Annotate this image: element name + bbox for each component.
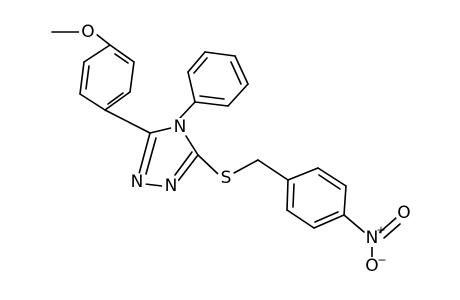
- bond-ring1-in3: [85, 65, 90, 90]
- bond-ring3-f: [286, 179, 289, 211]
- bond-c5-n1-dbl: [145, 137, 157, 175]
- atom-label-nitro-o2: O: [365, 256, 378, 276]
- bond-ring3-e: [286, 209, 315, 229]
- bond-layer: [51, 31, 401, 259]
- atom-nitro-oxygen-upper: O: [395, 203, 413, 223]
- bond-ring3-b: [317, 167, 347, 187]
- bond-ring3-d: [313, 214, 345, 229]
- atom-label-n1: N: [131, 172, 144, 192]
- bond-ring3-no2: [343, 214, 365, 233]
- atom-triazole-n4: N: [171, 117, 189, 137]
- atom-triazole-n1: N: [128, 172, 146, 192]
- bond-ring3-in2: [314, 211, 339, 223]
- atom-label-s: S: [221, 168, 232, 188]
- bond-ph-in2: [230, 61, 242, 85]
- atom-nitro-oxygen-lower: O −: [363, 254, 387, 276]
- bond-s-ch2: [233, 159, 259, 174]
- bond-n-o1: [378, 217, 397, 234]
- charge-plus: +: [376, 224, 385, 237]
- bond-ring1-in1: [114, 53, 129, 64]
- bond-ring1-e: [79, 61, 85, 95]
- bond-ph-in1: [193, 57, 208, 74]
- bond-n-o1-dbl: [383, 223, 401, 239]
- bond-o-ring1: [95, 33, 111, 46]
- bond-c3-n2: [177, 154, 199, 182]
- bond-ch2-ring3: [257, 159, 289, 181]
- atom-sulfur: S: [217, 168, 235, 188]
- bond-ph-b: [187, 51, 206, 73]
- atom-triazole-n2: N: [162, 176, 180, 196]
- atom-methoxy-oxygen: O: [79, 22, 97, 42]
- bond-ring1-f: [83, 44, 111, 63]
- atom-label-nitro-o1: O: [397, 203, 410, 223]
- atom-label-layer: O N N N S N + O O −: [79, 22, 413, 276]
- atom-label-nitro-n: N: [366, 228, 379, 248]
- bond-c3-n2-dbl: [174, 151, 193, 176]
- bond-ring1-in2: [107, 92, 124, 105]
- atom-label-methoxy-o: O: [81, 22, 94, 42]
- bond-ring3-in1: [318, 174, 341, 190]
- bond-ring3-in3: [292, 183, 295, 208]
- charge-minus: −: [377, 254, 386, 267]
- bond-ph-e: [227, 83, 249, 107]
- bond-c3-s: [197, 154, 219, 175]
- bond-ring3-c: [343, 185, 347, 216]
- bond-ring1-c: [104, 91, 131, 111]
- bond-c5-n1: [138, 132, 151, 175]
- atom-nitro-nitrogen: N +: [363, 224, 386, 248]
- bond-c5-n4: [149, 127, 172, 134]
- bond-n4-ph: [179, 101, 196, 119]
- bond-ring1-triazole: [104, 109, 151, 134]
- bond-ring1-d: [79, 93, 106, 111]
- bond-n1-n2: [144, 183, 163, 187]
- bond-ph-in3: [199, 95, 225, 100]
- bond-n4-c3: [185, 135, 199, 156]
- bond-ring1-b: [129, 61, 135, 93]
- bond-ph-a: [187, 71, 196, 103]
- atom-label-n2: N: [165, 176, 178, 196]
- bond-ring3-a: [287, 167, 319, 181]
- bond-ph-d: [234, 55, 249, 85]
- bond-ph-f: [194, 101, 229, 107]
- atom-label-n4: N: [174, 117, 187, 137]
- bond-ring1-a: [109, 44, 135, 63]
- bond-ph-c: [204, 51, 236, 57]
